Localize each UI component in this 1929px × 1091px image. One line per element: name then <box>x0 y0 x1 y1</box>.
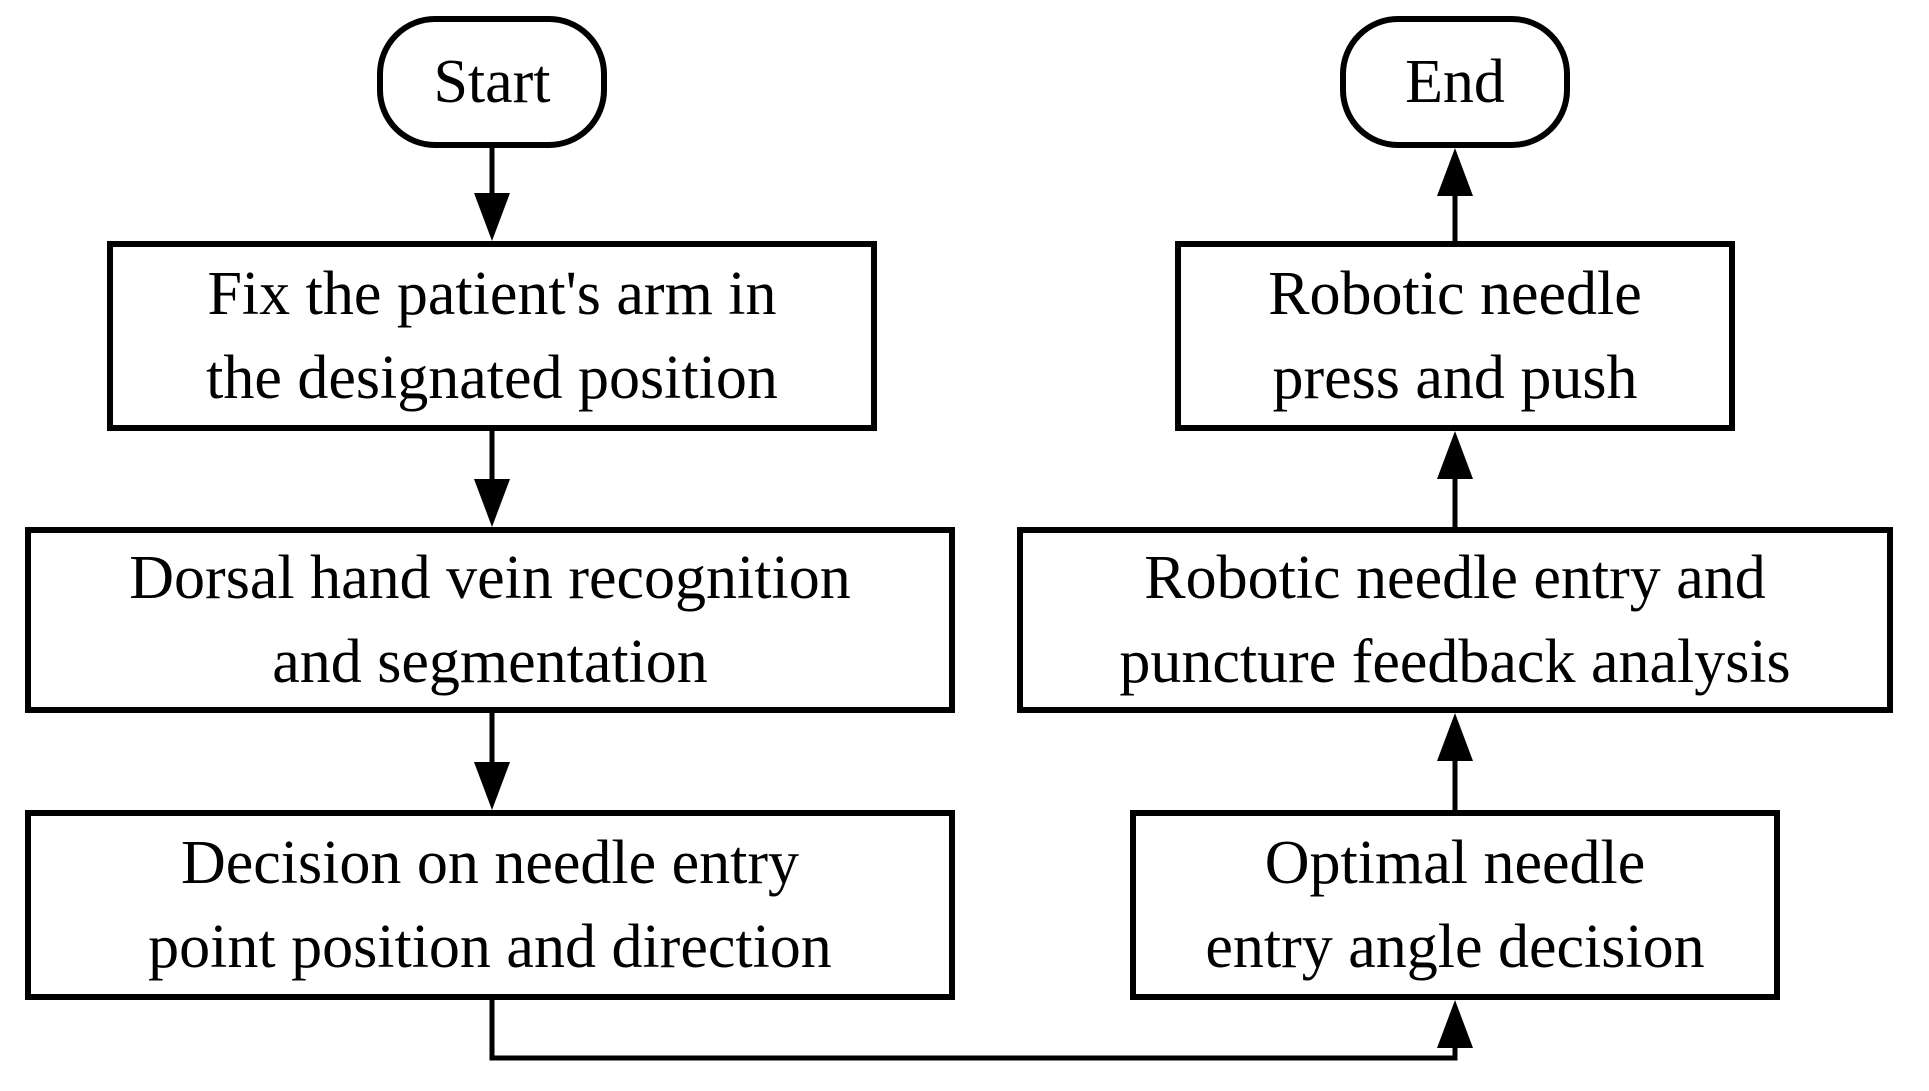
fix-arm-line2: the designated position <box>206 344 778 412</box>
entry-point-line1: Decision on needle entry <box>180 829 800 897</box>
end-label: End <box>1405 48 1505 116</box>
vein-recognition-line1: Dorsal hand vein recognition <box>129 544 851 612</box>
connector-entry-point-to-entry-angle <box>489 1000 1473 1061</box>
entry-feedback-line1: Robotic needle entry and <box>1144 544 1766 612</box>
entry-point-line2: point position and direction <box>148 913 832 981</box>
entry-point-decision-process-box: Decision on needle entry point position … <box>25 810 955 1000</box>
end-terminator: End <box>1340 16 1570 148</box>
entry-feedback-process-box: Robotic needle entry and puncture feedba… <box>1017 527 1893 713</box>
start-label: Start <box>433 48 551 116</box>
entry-angle-process-box: Optimal needle entry angle decision <box>1130 810 1780 1000</box>
arrow-vein-recognition-to-entry-point <box>474 713 510 810</box>
press-push-line1: Robotic needle <box>1268 260 1642 328</box>
start-terminator: Start <box>377 16 607 148</box>
arrow-fix-arm-to-vein-recognition <box>474 431 510 527</box>
entry-feedback-line2: puncture feedback analysis <box>1119 628 1791 696</box>
entry-angle-line2: entry angle decision <box>1205 913 1705 981</box>
vein-recognition-process-box: Dorsal hand vein recognition and segment… <box>25 527 955 713</box>
fix-arm-line1: Fix the patient's arm in <box>207 260 777 328</box>
press-push-line2: press and push <box>1272 344 1638 412</box>
press-push-process-box: Robotic needle press and push <box>1175 241 1735 431</box>
vein-recognition-line2: and segmentation <box>272 628 708 696</box>
fix-arm-process-box: Fix the patient's arm in the designated … <box>107 241 877 431</box>
entry-angle-line1: Optimal needle <box>1264 829 1646 897</box>
arrow-entry-feedback-to-press-push <box>1437 431 1473 527</box>
arrow-press-push-to-end <box>1437 148 1473 241</box>
arrow-entry-angle-to-entry-feedback <box>1437 713 1473 810</box>
arrow-start-to-fix-arm <box>474 148 510 241</box>
